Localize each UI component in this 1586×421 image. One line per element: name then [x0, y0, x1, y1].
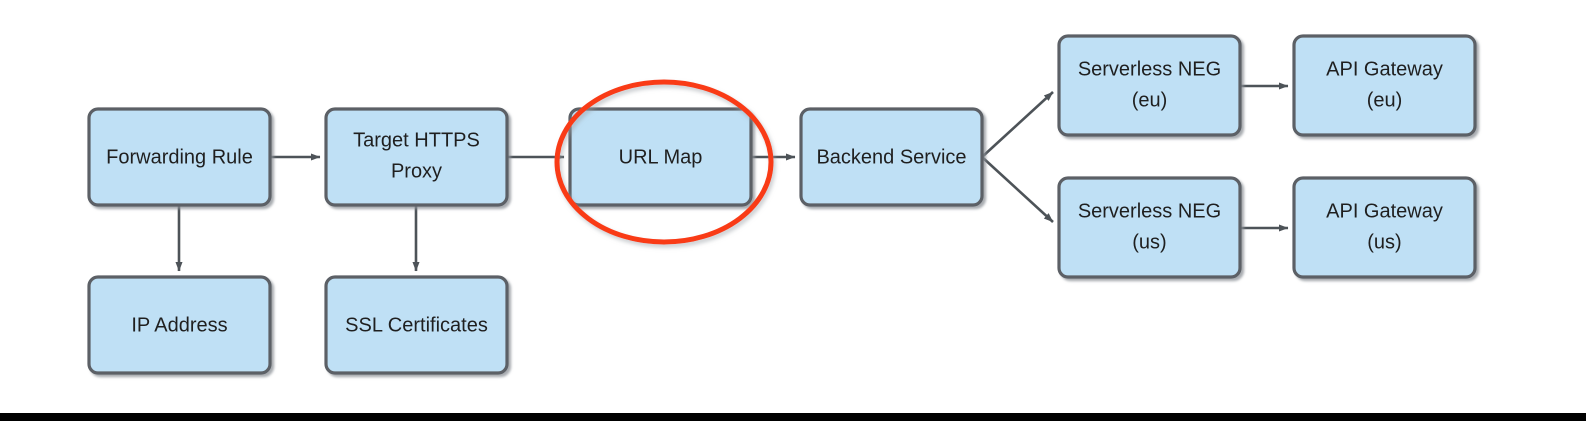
node-ip-address[interactable]: IP Address	[87, 275, 272, 375]
node-ip-address-label: IP Address	[131, 314, 227, 336]
node-ssl-certificates-label: SSL Certificates	[345, 314, 488, 336]
node-api-gateway-us[interactable]: API Gateway (us)	[1292, 176, 1477, 279]
node-serverless-neg-us-label-line2: (us)	[1132, 231, 1166, 253]
node-target-https-proxy-label-line1: Target HTTPS	[353, 129, 480, 151]
node-serverless-neg-us-box[interactable]	[1057, 176, 1242, 279]
node-api-gateway-eu-label-line1: API Gateway	[1326, 58, 1443, 80]
node-serverless-neg-us-label-line1: Serverless NEG	[1078, 200, 1221, 222]
node-url-map[interactable]: URL Map	[568, 107, 753, 207]
node-ip-address-box[interactable]	[87, 275, 272, 375]
highlight-annotation-layer	[554, 79, 774, 245]
node-api-gateway-us-label-line1: API Gateway	[1326, 200, 1443, 222]
node-target-https-proxy-label-line2: Proxy	[391, 160, 442, 182]
highlight-ellipse-url-map	[554, 79, 774, 245]
edges-layer	[175, 82, 1289, 272]
node-url-map-label: URL Map	[619, 146, 703, 168]
node-ssl-certificates-box[interactable]	[324, 275, 509, 375]
node-ssl-certificates[interactable]: SSL Certificates	[324, 275, 509, 375]
node-serverless-neg-eu-box[interactable]	[1057, 34, 1242, 137]
node-api-gateway-eu-box[interactable]	[1292, 34, 1477, 137]
node-forwarding-rule-box[interactable]	[87, 107, 272, 207]
node-backend-service[interactable]: Backend Service	[799, 107, 984, 207]
node-serverless-neg-eu-label-line1: Serverless NEG	[1078, 58, 1221, 80]
edge-backend-service-to-serverless-neg-eu	[981, 91, 1054, 158]
node-api-gateway-us-label-line2: (us)	[1367, 231, 1401, 253]
node-url-map-box[interactable]	[568, 107, 753, 207]
nodes-layer: Forwarding Rule Target HTTPS Proxy URL M…	[87, 34, 1477, 375]
footer-bar	[0, 413, 1586, 421]
node-forwarding-rule[interactable]: Forwarding Rule	[87, 107, 272, 207]
node-backend-service-box[interactable]	[799, 107, 984, 207]
edge-backend-service-to-serverless-neg-us	[981, 156, 1054, 223]
node-target-https-proxy[interactable]: Target HTTPS Proxy	[324, 107, 509, 207]
node-api-gateway-eu-label-line2: (eu)	[1367, 89, 1403, 111]
node-serverless-neg-eu-label-line2: (eu)	[1132, 89, 1168, 111]
node-api-gateway-eu[interactable]: API Gateway (eu)	[1292, 34, 1477, 137]
node-target-https-proxy-box[interactable]	[324, 107, 509, 207]
node-backend-service-label: Backend Service	[816, 146, 966, 168]
node-api-gateway-us-box[interactable]	[1292, 176, 1477, 279]
node-serverless-neg-eu[interactable]: Serverless NEG (eu)	[1057, 34, 1242, 137]
node-forwarding-rule-label: Forwarding Rule	[106, 146, 253, 168]
node-serverless-neg-us[interactable]: Serverless NEG (us)	[1057, 176, 1242, 279]
